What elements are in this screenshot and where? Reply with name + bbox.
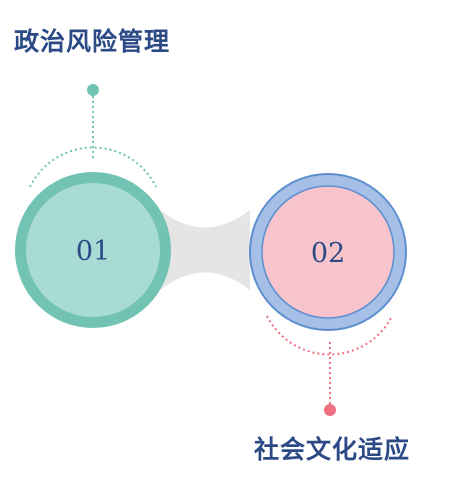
item-1-number: 01	[76, 236, 110, 267]
item-1-label: 政治风险管理	[14, 27, 171, 56]
item-1-dot	[87, 84, 99, 96]
item-1-dotted-arc	[29, 146, 157, 188]
item-2-label: 社会文化适应	[254, 435, 411, 464]
circle-connector	[160, 210, 250, 290]
item-2-number: 02	[311, 238, 345, 269]
item-2-dot	[324, 404, 336, 416]
item-1-inner-circle	[26, 183, 160, 317]
item-2-inner-circle	[261, 185, 395, 319]
item-2-dotted-arc	[266, 315, 393, 356]
